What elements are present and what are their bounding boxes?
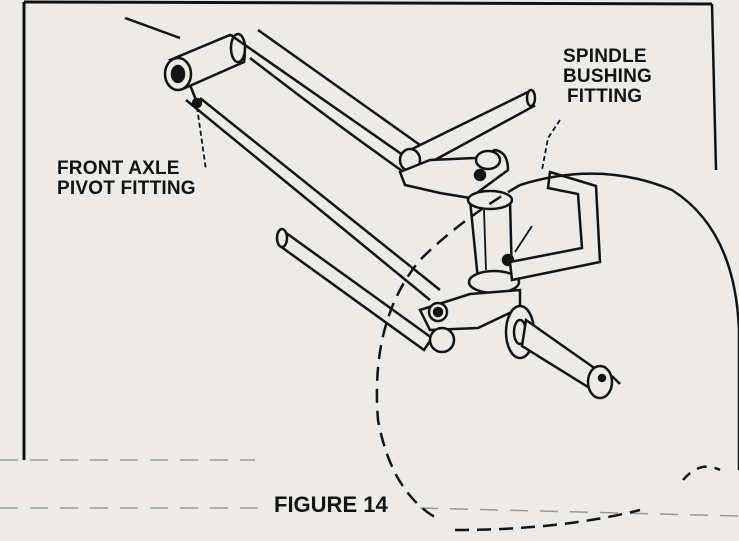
front-wheel <box>375 172 739 532</box>
front-axle-pivot-label-line-2: PIVOT FITTING <box>57 178 196 199</box>
figure-frame <box>22 0 718 460</box>
figure-caption: FIGURE 14 <box>274 492 388 517</box>
spindle-column <box>466 189 533 295</box>
lower-plate <box>418 288 522 332</box>
upper-tie-rod <box>398 88 537 173</box>
leader-lines <box>196 106 561 171</box>
frame-bottom-dashes <box>0 459 739 517</box>
axle-beam <box>185 28 441 301</box>
spindle-bushing-label-line-3: FITTING <box>567 86 643 107</box>
steering-arm <box>398 148 510 200</box>
pivot-tube <box>124 16 247 109</box>
front-axle-pivot-label-line-1: FRONT AXLE <box>57 158 180 179</box>
spindle-bushing-label-line-1: SPINDLE <box>563 46 647 67</box>
lower-tie-rod <box>275 227 456 354</box>
spindle-bushing-label: SPINDLE BUSHING FITTING <box>563 47 652 107</box>
deck-bracket <box>508 170 602 282</box>
front-axle-pivot-label: FRONT AXLE PIVOT FITTING <box>57 159 196 199</box>
wheel-axle <box>504 304 621 400</box>
spindle-bushing-label-line-2: BUSHING <box>563 66 653 87</box>
